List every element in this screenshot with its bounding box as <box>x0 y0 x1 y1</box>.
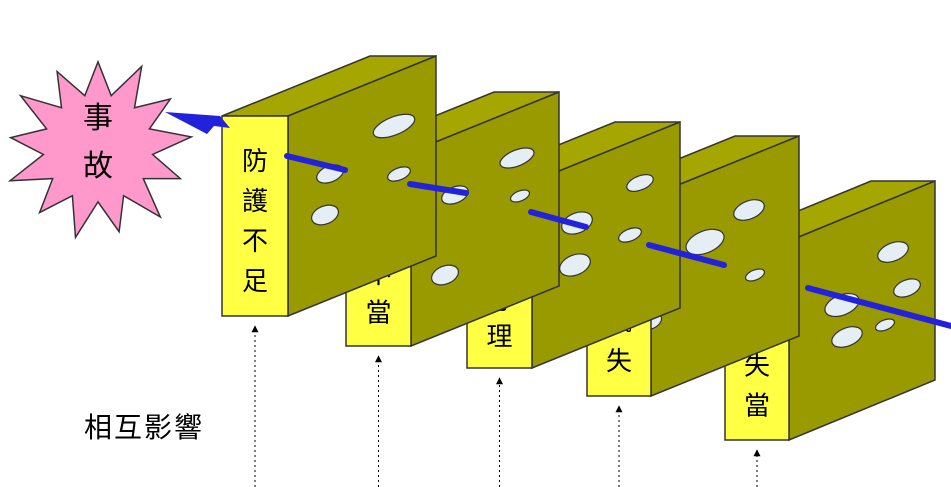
accident-label-line2: 故 <box>83 149 113 184</box>
layer-hole <box>626 174 654 192</box>
layer-hole <box>685 228 725 256</box>
layer-label-char: 防 <box>242 147 268 177</box>
layer-hole <box>877 241 909 263</box>
layer-hole <box>744 268 766 282</box>
layer-hole <box>499 147 535 169</box>
layer-label-char: 失 <box>606 347 632 377</box>
interaction-note: 相互影響 <box>84 411 204 444</box>
layer-hole <box>387 166 411 182</box>
layer-hole <box>831 326 863 348</box>
accident-label-line1: 事 <box>83 101 113 136</box>
layer-label-char: 不 <box>242 227 268 257</box>
hazard-beam-segment <box>528 209 589 230</box>
defense-layers: 決策失當管理疏失僥倖心理操作不當防護不足 <box>221 54 951 487</box>
layer-hole <box>893 278 921 298</box>
layer-hole <box>733 199 765 221</box>
layer-label-char: 護 <box>242 187 268 217</box>
layer-label-char: 當 <box>744 391 770 421</box>
hazard-beam-segment <box>284 153 348 173</box>
layer-hole <box>372 113 416 139</box>
accident-burst: 事 故 <box>7 59 194 240</box>
accident-arrow <box>165 112 230 134</box>
layer-hole <box>430 264 460 286</box>
layer-label-char: 理 <box>486 323 512 353</box>
hazard-beam-segment <box>646 242 727 268</box>
layer-hole <box>618 227 642 243</box>
layer-label-panel <box>221 115 289 317</box>
layer-hole <box>874 318 896 332</box>
layer-label-char: 足 <box>242 267 268 297</box>
layer-hole <box>509 189 531 203</box>
accident-arrow-head <box>165 112 230 134</box>
hazard-beam-segment <box>407 181 469 196</box>
layer-hole <box>310 204 340 226</box>
layer-label-char: 當 <box>365 299 391 329</box>
hazard-beam-segment <box>805 285 951 329</box>
layer-hole <box>559 253 591 277</box>
accident-burst-shape <box>7 59 194 240</box>
